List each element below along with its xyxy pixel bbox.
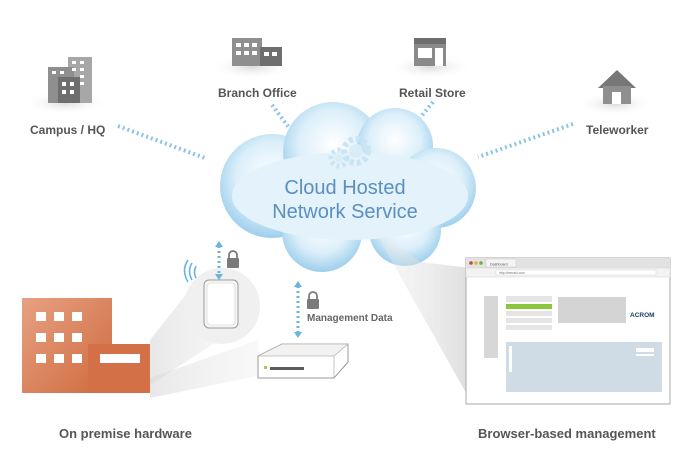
campus-hq-label: Campus / HQ [30,123,106,137]
browser-based-management-label: Browser-based management [478,426,656,441]
browser-tab-label: Dashboard [490,263,508,267]
ap-link-arrow-up [215,241,223,247]
access-point-device [203,279,239,329]
branch-link [270,103,295,135]
switch-link-arrow-up [294,281,302,287]
teleworker-link [477,122,574,159]
management-data-label: Management Data [307,313,393,324]
browser-url: http://meraki.com [499,271,525,275]
browser-logo: ACROM [630,312,655,319]
cloud-title-line2: Network Service [272,201,418,223]
on-premise-hardware-label: On premise hardware [59,426,192,441]
network-switch-device [257,343,350,379]
teleworker-label: Teleworker [586,123,649,137]
lock-icon [227,250,239,268]
gears-icon [328,136,371,169]
campus-link [117,124,206,160]
retail-shadow [388,55,472,79]
lock-icon [307,291,319,309]
cloud-title-line1: Cloud Hosted [284,177,405,199]
teleworker-house-icon [598,70,636,104]
branch-office-label: Branch Office [218,86,297,100]
browser-beam [372,226,470,400]
wifi-icon [183,259,197,283]
branch-office-icon [232,38,282,66]
switch-link-arrow-down [294,332,302,338]
browser-window [465,257,671,405]
retail-store-icon [414,38,446,66]
ap-link-arrow-down [215,274,223,280]
campus-building-icon [48,57,92,103]
hardware-beam-switch [150,340,262,398]
retail-store-label: Retail Store [399,86,466,100]
on-premise-building-icon [22,298,150,393]
